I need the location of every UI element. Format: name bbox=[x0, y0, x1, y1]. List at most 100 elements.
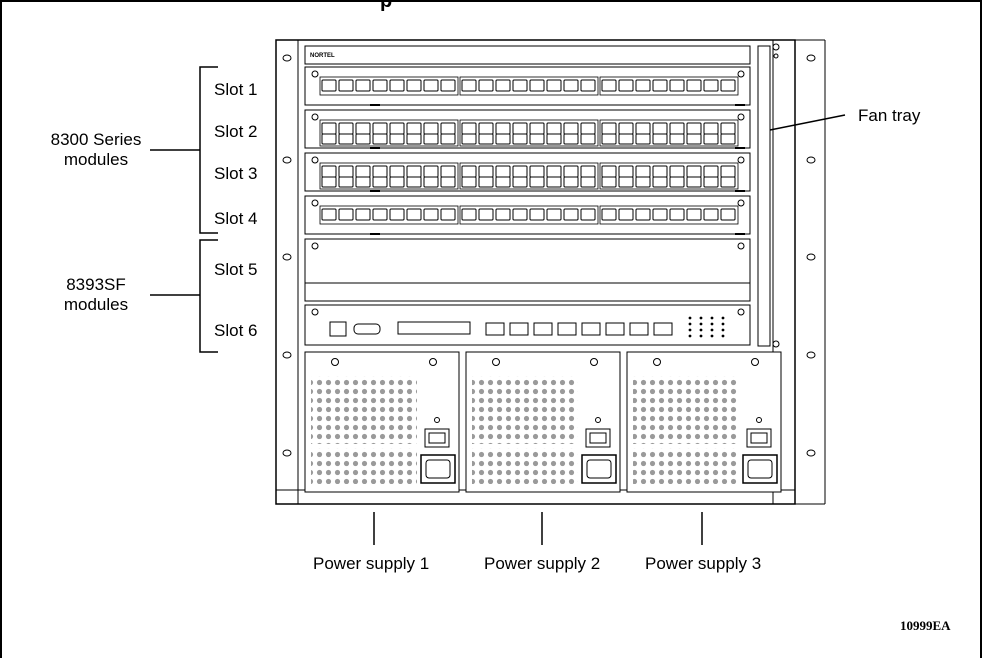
port-group bbox=[459, 205, 599, 225]
ethernet-port bbox=[355, 122, 371, 135]
ethernet-port bbox=[652, 176, 668, 188]
ethernet-port bbox=[618, 133, 634, 145]
ethernet-port bbox=[512, 208, 528, 221]
gbic-port bbox=[509, 322, 529, 336]
ethernet-port bbox=[669, 165, 685, 178]
gbic-port bbox=[581, 322, 601, 336]
vent-grille bbox=[633, 448, 739, 484]
status-led bbox=[699, 316, 703, 320]
psu-label-1: Power supply 1 bbox=[313, 554, 430, 573]
module-slot-6 bbox=[304, 304, 751, 346]
ethernet-port bbox=[618, 208, 634, 221]
ethernet-port bbox=[635, 208, 651, 221]
ethernet-port bbox=[495, 176, 511, 188]
ethernet-port bbox=[355, 176, 371, 188]
psu-label-2: Power supply 2 bbox=[484, 554, 601, 573]
ethernet-port bbox=[580, 176, 596, 188]
ethernet-port bbox=[338, 165, 354, 178]
ethernet-port bbox=[478, 208, 494, 221]
ethernet-port bbox=[495, 122, 511, 135]
ethernet-port bbox=[563, 79, 579, 92]
ethernet-port bbox=[618, 165, 634, 178]
ethernet-port bbox=[529, 165, 545, 178]
ethernet-port bbox=[512, 165, 528, 178]
ethernet-port bbox=[669, 133, 685, 145]
slot-label-3: Slot 3 bbox=[214, 164, 258, 183]
ethernet-port bbox=[321, 176, 337, 188]
ethernet-port bbox=[512, 176, 528, 188]
ethernet-port bbox=[406, 165, 422, 178]
ethernet-port bbox=[546, 122, 562, 135]
ethernet-port bbox=[669, 208, 685, 221]
slot-label-4: Slot 4 bbox=[214, 209, 258, 228]
port-group bbox=[319, 76, 459, 96]
gbic-port bbox=[629, 322, 649, 336]
status-led bbox=[710, 334, 714, 338]
frame-left-border bbox=[0, 0, 2, 658]
ethernet-port bbox=[686, 122, 702, 135]
management-port bbox=[329, 321, 347, 337]
ethernet-port bbox=[478, 165, 494, 178]
ethernet-port bbox=[563, 176, 579, 188]
power-supply-3 bbox=[626, 351, 782, 493]
ethernet-port bbox=[720, 176, 736, 188]
ethernet-port bbox=[423, 133, 439, 145]
ethernet-port bbox=[372, 133, 388, 145]
ethernet-port bbox=[355, 79, 371, 92]
ethernet-port bbox=[563, 133, 579, 145]
module-slot-3 bbox=[304, 152, 751, 192]
ethernet-port bbox=[635, 122, 651, 135]
port-group bbox=[599, 162, 739, 190]
ethernet-port bbox=[512, 133, 528, 145]
vent-grille bbox=[311, 376, 417, 444]
ethernet-port bbox=[703, 176, 719, 188]
port-group bbox=[319, 119, 459, 147]
status-led bbox=[710, 328, 714, 332]
ethernet-port bbox=[423, 165, 439, 178]
power-supply-bays bbox=[304, 351, 782, 493]
status-led bbox=[721, 316, 725, 320]
ethernet-port bbox=[686, 79, 702, 92]
ethernet-port bbox=[372, 79, 388, 92]
ethernet-port bbox=[495, 165, 511, 178]
ethernet-port bbox=[372, 208, 388, 221]
gbic-port bbox=[653, 322, 673, 336]
fan-tray-label: Fan tray bbox=[858, 106, 921, 125]
group-label-8300-line2: modules bbox=[63, 150, 129, 169]
ethernet-port bbox=[406, 122, 422, 135]
ethernet-port bbox=[338, 79, 354, 92]
frame-right-border bbox=[980, 0, 982, 658]
ethernet-port bbox=[406, 176, 422, 188]
port-group bbox=[459, 119, 599, 147]
mounting-holes bbox=[282, 54, 816, 457]
frame-top-border bbox=[0, 0, 982, 2]
ethernet-port bbox=[529, 208, 545, 221]
ethernet-port bbox=[389, 133, 405, 145]
brand-bar bbox=[304, 45, 751, 65]
ethernet-port bbox=[461, 122, 477, 135]
status-led bbox=[721, 328, 725, 332]
gbic-port bbox=[557, 322, 577, 336]
vent-grille bbox=[472, 376, 578, 444]
ethernet-port bbox=[635, 79, 651, 92]
ethernet-port bbox=[478, 122, 494, 135]
title-fragment: p bbox=[380, 0, 393, 12]
ethernet-port bbox=[372, 122, 388, 135]
status-led bbox=[699, 334, 703, 338]
fan-tray bbox=[757, 43, 780, 348]
ethernet-port bbox=[321, 79, 337, 92]
ethernet-port bbox=[703, 122, 719, 135]
ethernet-port bbox=[669, 79, 685, 92]
ethernet-port bbox=[686, 133, 702, 145]
ethernet-port bbox=[720, 79, 736, 92]
ethernet-port bbox=[338, 133, 354, 145]
ethernet-port bbox=[618, 176, 634, 188]
ethernet-port bbox=[529, 122, 545, 135]
ethernet-port bbox=[652, 165, 668, 178]
ethernet-port bbox=[601, 133, 617, 145]
status-led bbox=[721, 334, 725, 338]
ethernet-port bbox=[686, 208, 702, 221]
ethernet-port bbox=[686, 165, 702, 178]
gbic-port bbox=[605, 322, 625, 336]
ethernet-port bbox=[652, 208, 668, 221]
